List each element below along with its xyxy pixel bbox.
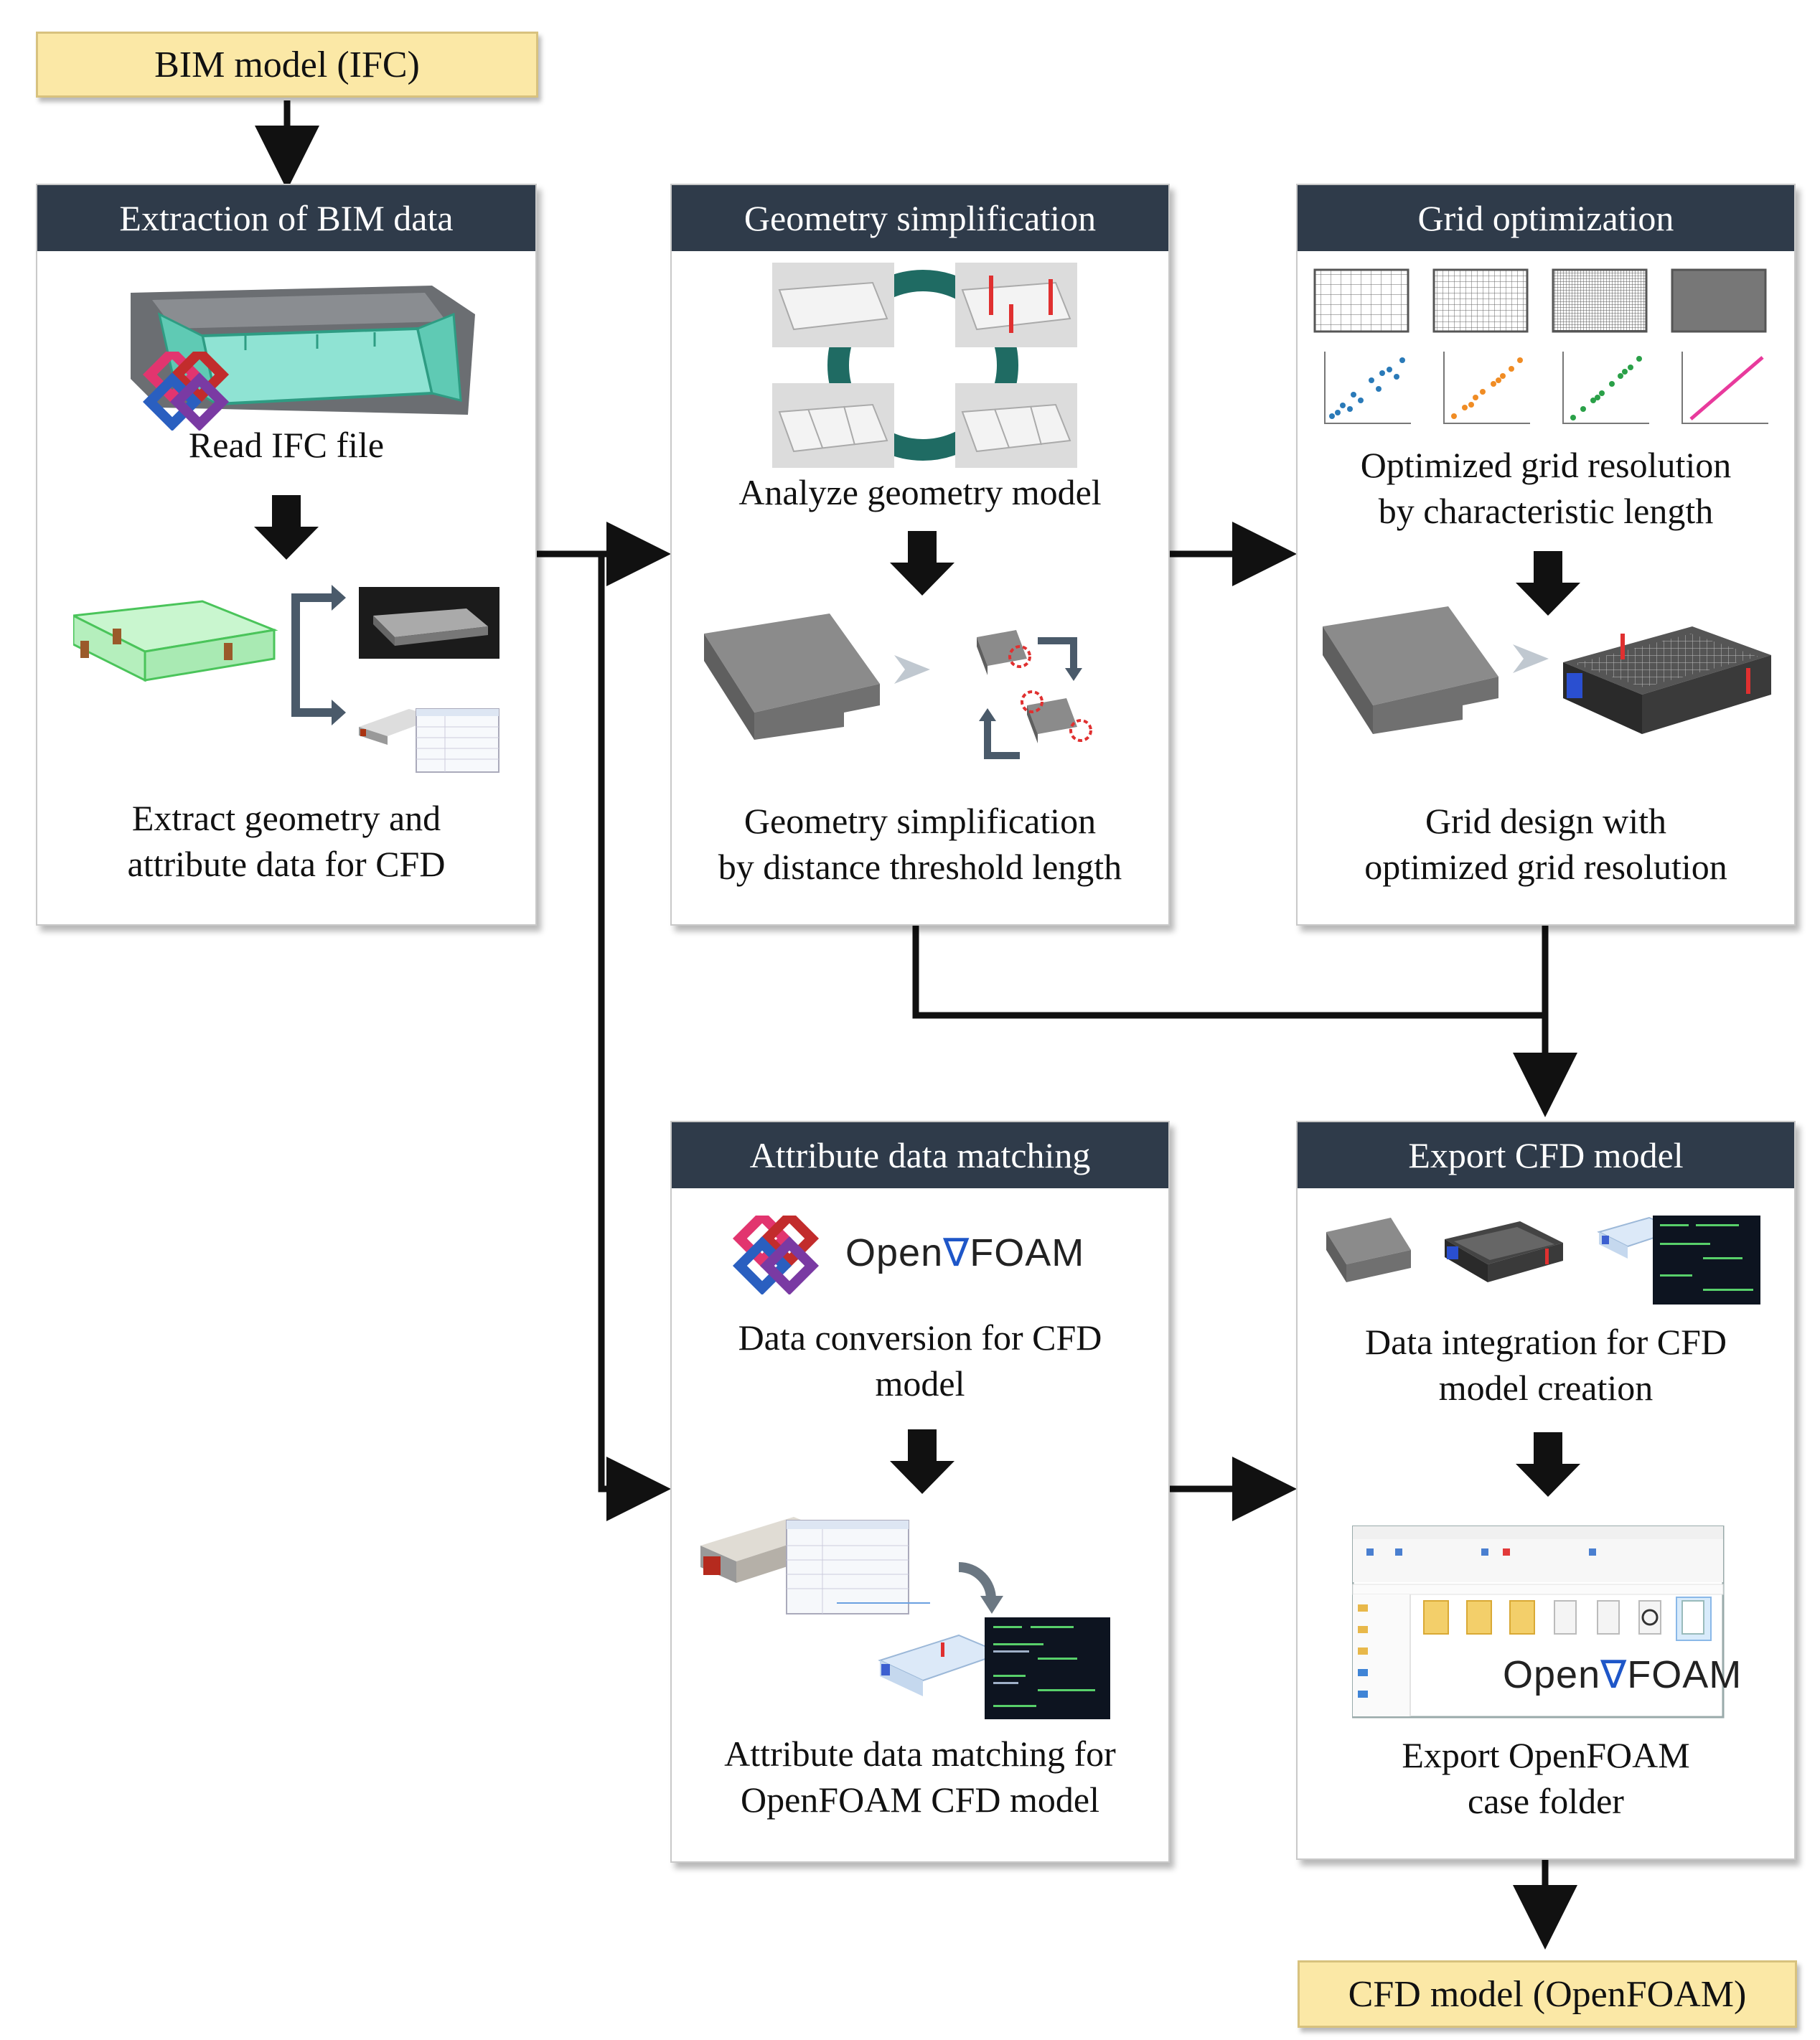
openfoam-triangle-icon: ∇ — [943, 1231, 970, 1274]
attribute-table-thumbnail-image — [359, 708, 499, 773]
input-label: BIM model (IFC) — [154, 44, 420, 85]
panel-attribute-title: Attribute data matching — [672, 1122, 1168, 1188]
geometry-step2-line2: by distance threshold length — [718, 847, 1122, 887]
grid-step2-line1: Grid design with — [1425, 801, 1667, 841]
data-integration-image — [1326, 1216, 1760, 1305]
grid-design-image — [1323, 606, 1771, 734]
attribute-step1-line2: model — [875, 1363, 965, 1404]
attribute-matching-image — [700, 1517, 1110, 1719]
attribute-step2-line1: Attribute data matching for — [724, 1734, 1116, 1774]
down-arrow-icon — [890, 531, 954, 596]
attribute-step2-line2: OpenFOAM CFD model — [740, 1780, 1100, 1820]
output-box-cfd-model: CFD model (OpenFOAM) — [1298, 1960, 1797, 2028]
geometry-step2-line1: Geometry simplification — [744, 801, 1097, 841]
panel-geometry: Geometry simplification Analyze geometry… — [670, 184, 1170, 926]
export-step1-line2: model creation — [1438, 1368, 1654, 1408]
grid-step1-line2: by characteristic length — [1378, 491, 1714, 531]
grid-scatter-plots-image — [1324, 352, 1768, 424]
attribute-step1-line1: Data conversion for CFD — [738, 1317, 1102, 1358]
openfoam-logo-right: FOAM — [970, 1231, 1085, 1274]
geometry-step1: Analyze geometry model — [738, 472, 1102, 512]
openfoam-triangle-icon: ∇ — [1600, 1653, 1628, 1696]
panel-grid: Grid optimization — [1296, 184, 1796, 926]
input-box-bim-model: BIM model (IFC) — [36, 32, 538, 98]
grid-step1-line1: Optimized grid resolution — [1360, 445, 1732, 485]
grid-step2-line2: optimized grid resolution — [1364, 847, 1727, 887]
grid-resolution-thumbnails-image — [1313, 268, 1767, 333]
openfoam-logo: Open∇FOAM — [845, 1230, 1084, 1275]
ifc-logo-icon — [732, 1216, 820, 1294]
openfoam-logo-left: Open — [1503, 1653, 1601, 1696]
panel-attribute: Attribute data matching Open∇FOAM Data c… — [670, 1121, 1170, 1863]
split-arrows-icon — [291, 585, 346, 725]
panel-grid-title: Grid optimization — [1298, 185, 1794, 251]
ifc-logo-icon — [142, 352, 230, 431]
export-step2-line2: case folder — [1468, 1781, 1624, 1821]
geometry-analysis-cycle-image — [772, 263, 1077, 468]
panel-export: Export CFD model Data integration for CF… — [1296, 1121, 1796, 1860]
wireframe-model-image — [73, 600, 278, 682]
down-arrow-icon — [1516, 1432, 1580, 1497]
panel-extraction-title: Extraction of BIM data — [37, 185, 535, 251]
output-label: CFD model (OpenFOAM) — [1348, 1973, 1747, 2015]
geometry-simplification-image — [704, 614, 1092, 759]
extraction-step2-line1: Extract geometry and — [131, 798, 441, 838]
extraction-step1: Read IFC file — [188, 425, 385, 465]
down-arrow-icon — [1516, 551, 1580, 616]
openfoam-logo-right: FOAM — [1627, 1653, 1742, 1696]
down-arrow-icon — [254, 495, 319, 560]
panel-geometry-title: Geometry simplification — [672, 185, 1168, 251]
extraction-step2-line2: attribute data for CFD — [127, 844, 446, 884]
down-arrow-icon — [890, 1429, 954, 1494]
case-folder-explorer-image — [1352, 1526, 1725, 1719]
geometry-thumbnail-image — [359, 587, 499, 659]
openfoam-logo-left: Open — [845, 1231, 944, 1274]
panel-extraction: Extraction of BIM data Read IFC file — [36, 184, 537, 926]
export-step1-line1: Data integration for CFD — [1364, 1322, 1727, 1362]
openfoam-logo: Open∇FOAM — [1503, 1652, 1742, 1697]
panel-export-title: Export CFD model — [1298, 1122, 1794, 1188]
export-step2-line1: Export OpenFOAM — [1402, 1735, 1690, 1775]
